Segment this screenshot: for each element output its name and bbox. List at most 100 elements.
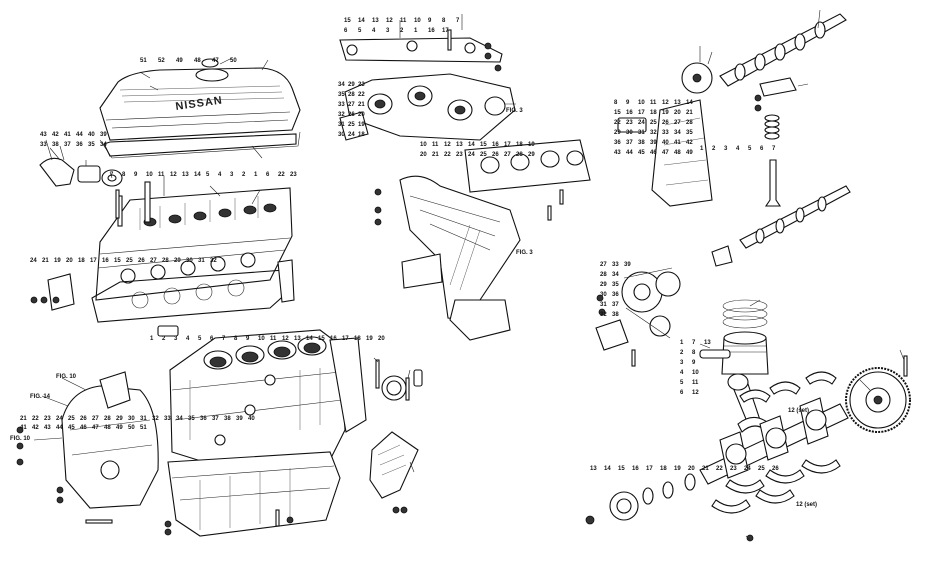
callout-number: 27 xyxy=(150,258,157,264)
callout-number: 2 xyxy=(712,146,716,152)
rocker-cover: NISSAN xyxy=(99,58,301,159)
callout-number: 18 xyxy=(78,258,85,264)
callout-number: 28 xyxy=(600,272,607,278)
callout-number: 24 xyxy=(468,152,475,158)
callout-number: 17 xyxy=(646,466,653,472)
callout-number: 13 xyxy=(704,340,711,346)
callout-number: 27 xyxy=(504,152,511,158)
callout-number: 22 xyxy=(278,172,285,178)
callout-number: 37 xyxy=(626,140,633,146)
callout-number: 48 xyxy=(674,150,681,156)
callout-number: 30 xyxy=(186,258,193,264)
callout-number: 10 xyxy=(420,142,427,148)
callout-number: 25 xyxy=(348,122,355,128)
callout-number: 28 xyxy=(686,120,693,126)
callout-number: 5 xyxy=(198,336,202,342)
callout-number: 49 xyxy=(686,150,693,156)
callout-number: 33 xyxy=(662,130,669,136)
callout-number: 38 xyxy=(612,312,619,318)
callout-number: 40 xyxy=(88,132,95,138)
callout-number: 13 xyxy=(294,336,301,342)
callout-number: 4 xyxy=(186,336,190,342)
callout-number: 20 xyxy=(378,336,385,342)
callout-number: 47 xyxy=(92,425,99,431)
fig-ref-label: FIG. 10 xyxy=(56,374,77,380)
callout-number: 20 xyxy=(358,112,365,118)
callout-number: 6 xyxy=(680,390,684,396)
callout-number: 7 xyxy=(110,172,114,178)
callout-number: 16 xyxy=(632,466,639,472)
callout-number: 36 xyxy=(76,142,83,148)
callout-number: 43 xyxy=(40,132,47,138)
callout-number: 30 xyxy=(600,292,607,298)
callout-number: 10 xyxy=(638,100,645,106)
callout-number: 41 xyxy=(674,140,681,146)
callout-number: 10 xyxy=(258,336,265,342)
crankshaft-assembly xyxy=(609,367,911,521)
fig-ref-label: FIG. 10 xyxy=(10,436,31,442)
leader-lines xyxy=(33,9,905,541)
callout-number: 1 xyxy=(254,172,258,178)
callout-number: 17 xyxy=(342,336,349,342)
timing-cover xyxy=(61,369,423,509)
callout-number: 24 xyxy=(744,466,751,472)
callout-number: 30 xyxy=(128,416,135,422)
callout-number: 50 xyxy=(128,425,135,431)
callout-number: 22 xyxy=(716,466,723,472)
callout-number: 9 xyxy=(626,100,630,106)
callout-number: 7 xyxy=(456,18,460,24)
callout-number: 32 xyxy=(600,312,607,318)
callout-number: 29 xyxy=(116,416,123,422)
figure-references: FIG. 10 FIG. 14 FIG. 10 FIG. 3 FIG. 3 12… xyxy=(10,108,817,508)
callout-number: 51 xyxy=(140,425,147,431)
callout-number: 18 xyxy=(660,466,667,472)
callout-number: 50 xyxy=(230,58,237,64)
callout-number: 27 xyxy=(600,262,607,268)
callout-number: 48 xyxy=(194,58,201,64)
callout-number: 7 xyxy=(772,146,776,152)
callout-number: 32 xyxy=(152,416,159,422)
callout-number: 19 xyxy=(366,336,373,342)
callout-number: 17 xyxy=(638,110,645,116)
callout-number: 34 xyxy=(674,130,681,136)
callout-number: 22 xyxy=(444,152,451,158)
callout-number: 15 xyxy=(114,258,121,264)
callout-number: 22 xyxy=(614,120,621,126)
callout-number: 2 xyxy=(162,336,166,342)
callout-number: 33 xyxy=(164,416,171,422)
callout-number: 14 xyxy=(686,100,693,106)
callout-number: 14 xyxy=(468,142,475,148)
callout-number: 14 xyxy=(194,172,201,178)
callout-number: 39 xyxy=(236,416,243,422)
callout-number: 38 xyxy=(224,416,231,422)
callout-number: 6 xyxy=(210,336,214,342)
callout-number: 20 xyxy=(420,152,427,158)
callout-number: 6 xyxy=(266,172,270,178)
hardware xyxy=(16,29,908,542)
callout-number: 13 xyxy=(182,172,189,178)
callout-number: 17 xyxy=(442,28,449,34)
callout-number: 2 xyxy=(680,350,684,356)
callout-number: 12 xyxy=(692,390,699,396)
callout-number: 40 xyxy=(248,416,255,422)
callout-number: 6 xyxy=(344,28,348,34)
callout-number: 33 xyxy=(40,142,47,148)
callout-number: 27 xyxy=(674,120,681,126)
callout-number: 49 xyxy=(176,58,183,64)
callout-number: 37 xyxy=(612,302,619,308)
camshaft-lower xyxy=(595,185,851,351)
callout-number: 14 xyxy=(358,18,365,24)
thermostat-housing xyxy=(39,147,123,187)
callout-number: 52 xyxy=(158,58,165,64)
callout-number: 4 xyxy=(736,146,740,152)
callout-number: 8 xyxy=(122,172,126,178)
fig-ref-label: FIG. 3 xyxy=(516,250,533,256)
callout-number: 24 xyxy=(348,132,355,138)
callout-number: 42 xyxy=(686,140,693,146)
callout-number: 39 xyxy=(650,140,657,146)
callout-number: 3 xyxy=(680,360,684,366)
callout-number: 19 xyxy=(528,142,535,148)
callout-number: 4 xyxy=(218,172,222,178)
callout-number: 1 xyxy=(700,146,704,152)
